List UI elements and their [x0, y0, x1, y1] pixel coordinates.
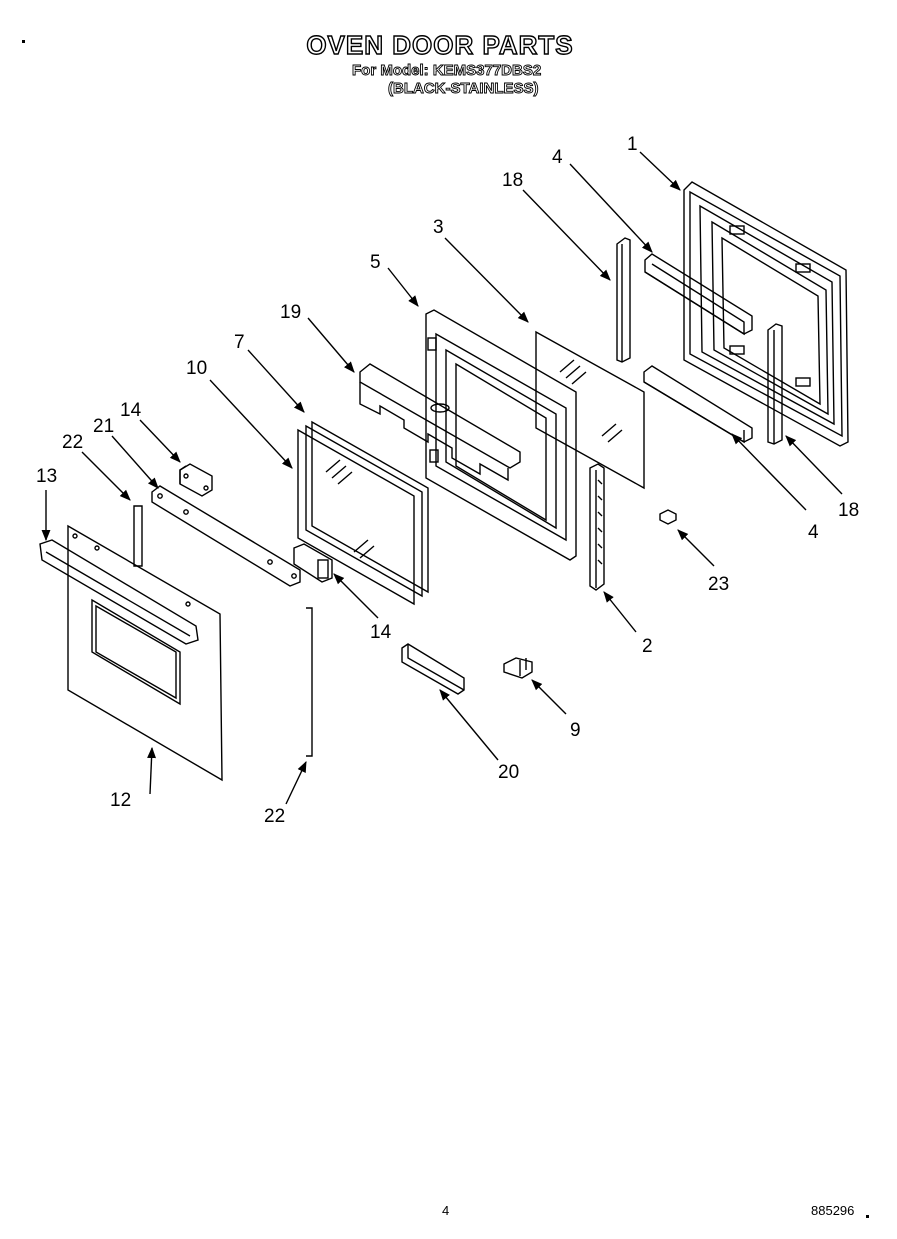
- callout-12: 12: [110, 790, 131, 811]
- model-line: For Model: KEMS377DBS2: [352, 62, 542, 80]
- part-20-bottom-vent: [401, 643, 465, 695]
- part-13-handle: [39, 539, 199, 645]
- part-18-left-strip: [616, 237, 631, 363]
- part-22-right-seal: [306, 607, 313, 757]
- page-number: 4: [442, 1203, 450, 1218]
- part-4-upper-channel: [644, 253, 753, 336]
- finish-line: (BLACK-STAINLESS): [388, 80, 539, 98]
- callout-2: 2: [642, 636, 653, 657]
- callout-22-top: 22: [62, 432, 83, 453]
- callout-10: 10: [186, 358, 207, 379]
- callout-18-top: 18: [502, 170, 523, 191]
- page-title: OVEN DOOR PARTS: [306, 29, 574, 60]
- callout-5: 5: [370, 252, 381, 273]
- part-14-lower-bracket: [293, 543, 333, 583]
- part-21-top-trim: [151, 485, 301, 587]
- part-19-air-deflector: [359, 363, 521, 482]
- callout-20: 20: [498, 762, 519, 783]
- callout-1: 1: [627, 134, 638, 155]
- part-5-door-liner: [425, 309, 577, 561]
- document-number: 885296: [811, 1203, 855, 1218]
- corner-mark: [22, 40, 25, 43]
- callout-22-bottom: 22: [264, 806, 285, 827]
- part-18-right-strip: [767, 323, 783, 445]
- part-3-glass-panel: [535, 330, 645, 490]
- callout-7: 7: [234, 332, 245, 353]
- part-10-outer-glass: [297, 428, 415, 606]
- part-4-lower-channel: [643, 365, 753, 444]
- part-1-inner-door-frame: [683, 181, 849, 447]
- callout-13: 13: [36, 466, 57, 487]
- callout-4-bottom: 4: [808, 522, 819, 543]
- callout-9: 9: [570, 720, 581, 741]
- part-23-clip: [659, 509, 677, 525]
- part-2-hinge: [589, 463, 605, 591]
- callout-4-top: 4: [552, 147, 563, 168]
- part-9-latch: [503, 657, 533, 679]
- callout-19: 19: [280, 302, 301, 323]
- callout-21: 21: [93, 416, 114, 437]
- footer-mark: [866, 1215, 869, 1218]
- callout-23: 23: [708, 574, 729, 595]
- part-14-upper-bracket: [179, 463, 213, 497]
- callout-14-bottom: 14: [370, 622, 392, 643]
- callout-3: 3: [433, 217, 444, 238]
- callout-18-bottom: 18: [838, 500, 859, 521]
- part-12-outer-door: [67, 524, 223, 782]
- part-7-glass-pack: [305, 420, 429, 598]
- leader-lines: [41, 151, 843, 805]
- part-22-left-seal: [133, 505, 143, 567]
- callout-14-top: 14: [120, 400, 142, 421]
